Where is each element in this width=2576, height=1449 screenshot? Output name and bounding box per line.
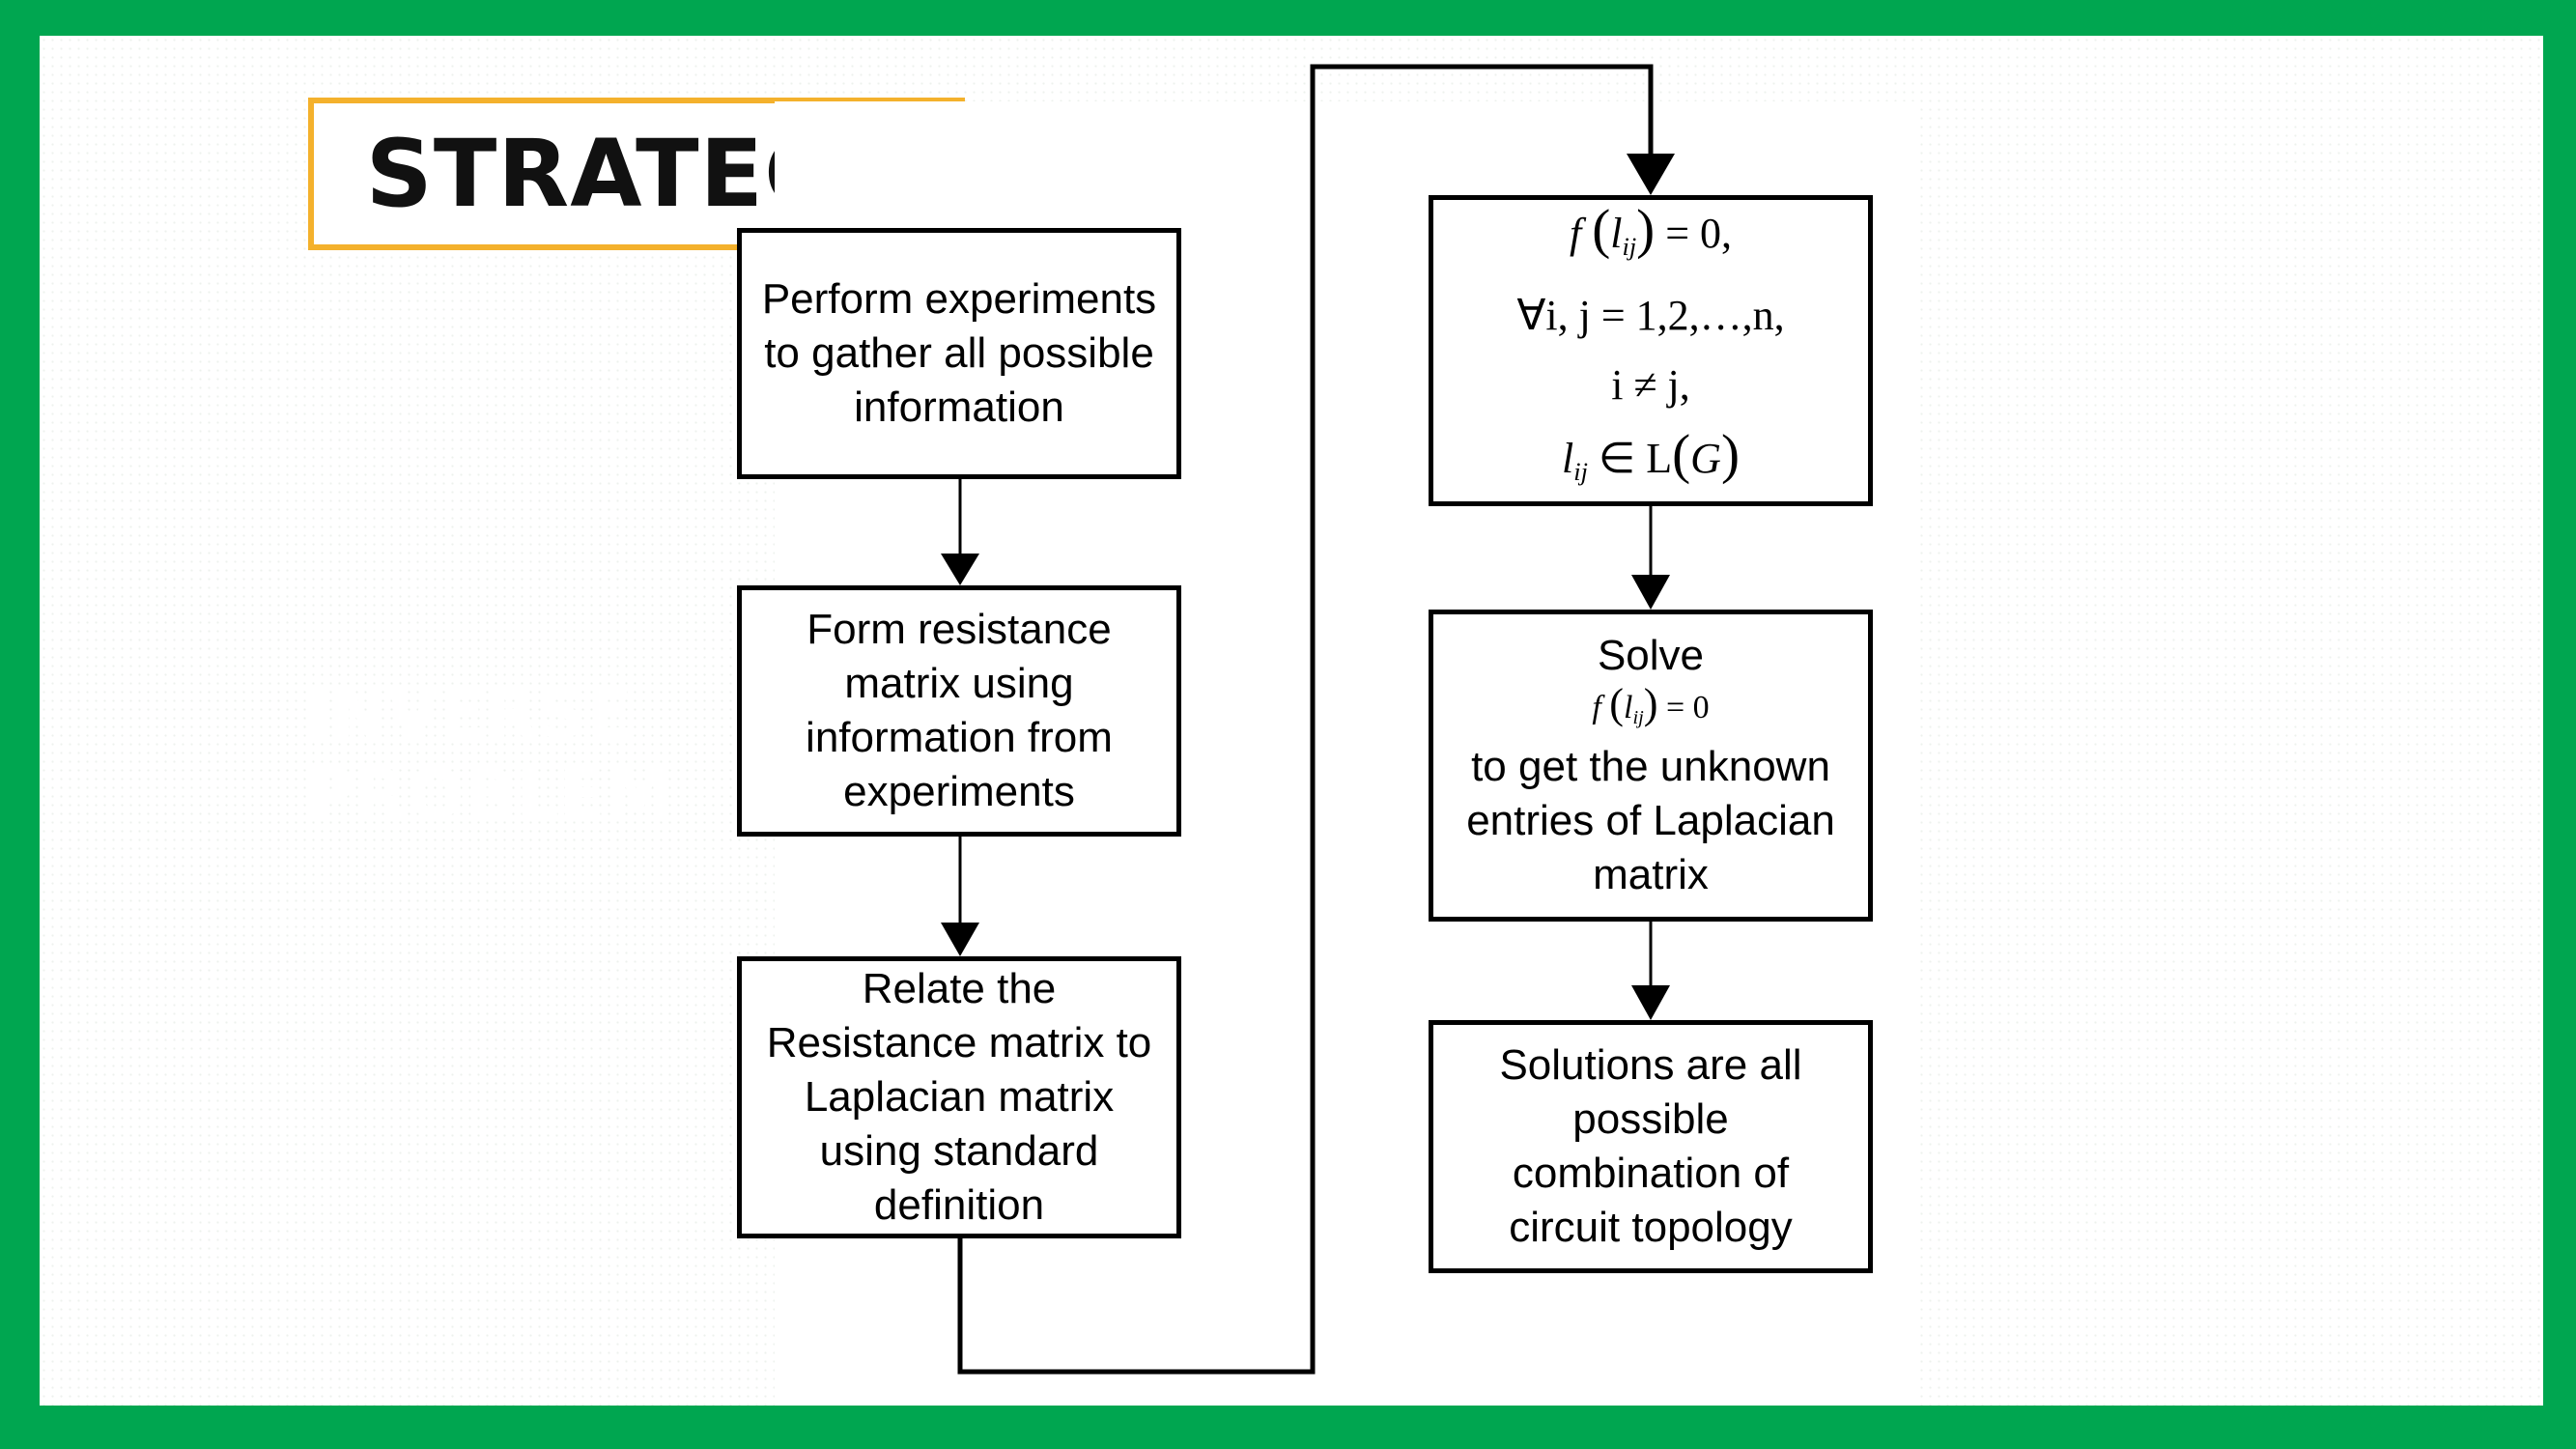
eq1-open: ( — [1592, 199, 1611, 261]
equation-line-4: lij ∈ L(G) — [1562, 420, 1740, 506]
solve-description: to get the unknown entries of Laplacian … — [1466, 742, 1835, 898]
eq1-close: ) — [1636, 199, 1656, 261]
connector-step3-to-equation — [957, 64, 1654, 1375]
flowchart-connectors — [941, 64, 1675, 1375]
eq1-f: f — [1569, 210, 1582, 258]
ghost-line-2: PROBLEM — [305, 755, 673, 835]
eq4-ij: ij — [1573, 456, 1588, 486]
solve-eq-rest: = 0 — [1666, 690, 1710, 726]
ghost-subtitle: INVERSE PROBLEM — [305, 673, 672, 836]
solve-equation: f (lij) = 0 — [1592, 683, 1709, 739]
equation-line-3: i ≠ j, — [1611, 361, 1690, 409]
final-solutions-text: Solutions are all possible combination o… — [1499, 1041, 1802, 1251]
eq1-ij: ij — [1622, 232, 1637, 261]
arrowhead-solve — [1631, 575, 1670, 610]
solve-box: Solve f (lij) = 0 to get the unknown ent… — [1429, 610, 1873, 922]
eq4-close: ) — [1720, 424, 1740, 485]
solve-eq-open: ( — [1609, 680, 1624, 728]
eq4-G: G — [1690, 435, 1721, 482]
eq4-open: ( — [1672, 424, 1691, 485]
step-experiments-text: Perform experiments to gather all possib… — [761, 275, 1157, 431]
arrowhead-step2 — [941, 554, 979, 585]
solve-label: Solve — [1597, 632, 1705, 680]
arrowhead-equation — [1627, 154, 1675, 195]
step-relate-laplacian-text: Relate the Resistance matrix to Laplacia… — [766, 965, 1152, 1229]
arrowhead-final — [1631, 985, 1670, 1020]
eq4-rest: ∈ L — [1598, 435, 1673, 482]
ghost-line-1: INVERSE — [305, 674, 633, 753]
final-solutions-box: Solutions are all possible combination o… — [1429, 1020, 1873, 1273]
step-resistance-matrix-text: Form resistance matrix using information… — [806, 606, 1113, 815]
eq1-rest: = 0, — [1665, 210, 1733, 258]
step-relate-laplacian: Relate the Resistance matrix to Laplacia… — [737, 956, 1181, 1238]
eq4-l: l — [1562, 435, 1574, 482]
step-experiments: Perform experiments to gather all possib… — [737, 228, 1181, 479]
step-resistance-matrix: Form resistance matrix using information… — [737, 585, 1181, 837]
solve-eq-f: f — [1592, 690, 1601, 726]
solve-eq-ij: ij — [1632, 707, 1644, 729]
solve-eq-l: l — [1623, 690, 1633, 726]
slide: INVERSE PROBLEM STRATEGY Perform experim… — [40, 36, 2543, 1406]
equation-line-1: f (lij) = 0, — [1570, 195, 1732, 281]
solve-eq-close: ) — [1643, 680, 1658, 728]
arrowhead-step3 — [941, 923, 979, 956]
equation-line-2: ∀i, j = 1,2,…,n, — [1516, 292, 1785, 339]
eq1-l: l — [1610, 210, 1623, 258]
equation-box: f (lij) = 0, ∀i, j = 1,2,…,n, i ≠ j, lij… — [1429, 195, 1873, 506]
